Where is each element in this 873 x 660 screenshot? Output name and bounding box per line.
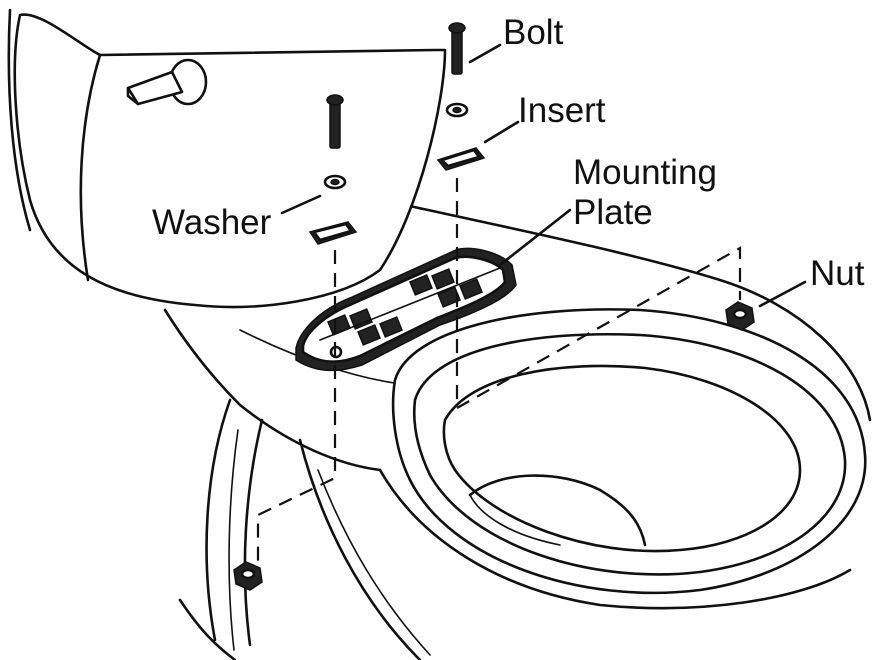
toilet-tank (7, 8, 447, 309)
alignment-lines (256, 178, 742, 565)
washer-label: Washer (152, 203, 272, 242)
left-bolt-assembly (308, 94, 358, 245)
right-bolt-assembly (436, 22, 486, 171)
mounting-plate (295, 247, 517, 372)
toilet-bowl (391, 308, 867, 595)
left-nut (233, 561, 263, 591)
toilet-deck (163, 203, 872, 610)
leader-lines (280, 43, 807, 308)
flush-handle (126, 58, 208, 106)
insert-label: Insert (518, 91, 606, 130)
mounting-plate-label-line1: Mounting (573, 153, 717, 192)
mounting-plate-label-line2: Plate (573, 193, 653, 232)
toilet-pedestal (178, 398, 431, 660)
right-nut (725, 301, 755, 331)
bolt-label: Bolt (503, 13, 564, 52)
nut-label: Nut (810, 254, 865, 293)
